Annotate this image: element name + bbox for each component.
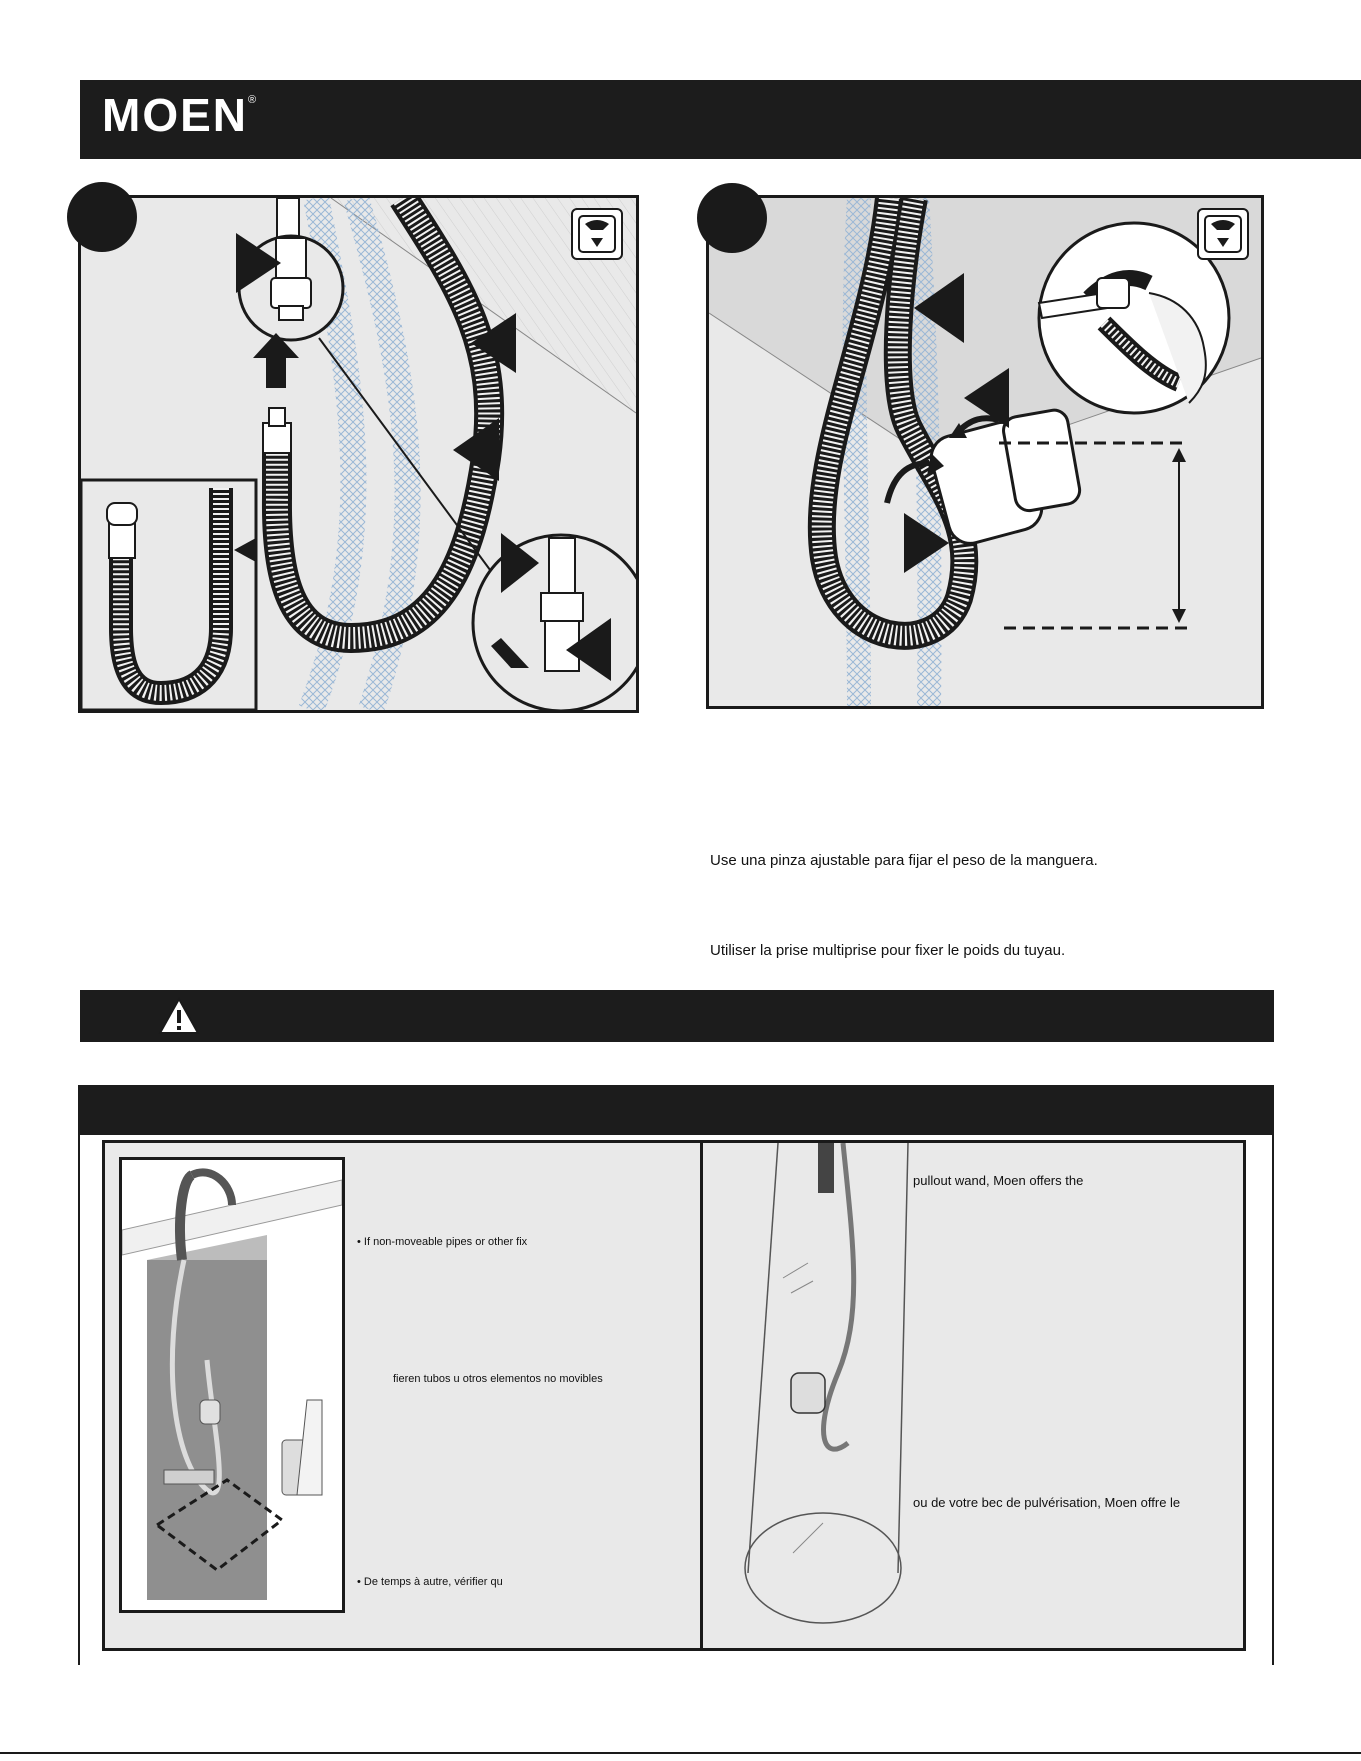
- step-1-illustration: [81, 198, 636, 710]
- step-2-panel: [706, 195, 1264, 709]
- care-note-french: ou de votre bec de pulvérisation, Moen o…: [913, 1495, 1181, 1510]
- warning-bar: [80, 990, 1274, 1042]
- warning-triangle-icon: [158, 996, 200, 1034]
- shutoff-water-badge: [1197, 208, 1249, 260]
- instruction-french: Utiliser la prise multiprise pour fixer …: [710, 942, 1066, 959]
- step-2-number-badge: [697, 183, 767, 253]
- hose-cylinder-illustration: [744, 1143, 909, 1624]
- step-2-illustration: [709, 198, 1261, 706]
- water-shutoff-icon: [1204, 215, 1242, 253]
- step-1-number-badge: [67, 182, 137, 252]
- care-bullet-spanish: fieren tubos u otros elementos no movibl…: [393, 1373, 603, 1385]
- under-sink-illustration-frame: [119, 1157, 345, 1613]
- water-shutoff-icon: [578, 215, 616, 253]
- care-bullet-english: • If non-moveable pipes or other fix: [357, 1236, 528, 1248]
- shutoff-water-badge: [571, 208, 623, 260]
- moen-logo: MOEN®: [102, 89, 257, 141]
- header-banner: MOEN®: [80, 80, 1361, 159]
- care-bullet-french: • De temps à autre, vérifier qu: [357, 1576, 503, 1588]
- step-1-panel: [78, 195, 639, 713]
- care-note-english: pullout wand, Moen offers the: [913, 1173, 1084, 1188]
- under-sink-illustration: [122, 1168, 342, 1600]
- care-right-panel: pullout wand, Moen offers the ou de votr…: [700, 1140, 1246, 1651]
- care-left-panel: • If non-moveable pipes or other fix fie…: [102, 1140, 704, 1651]
- instruction-spanish: Use una pinza ajustable para fijar el pe…: [710, 852, 1098, 869]
- page-bottom-rule: [0, 1752, 1361, 1754]
